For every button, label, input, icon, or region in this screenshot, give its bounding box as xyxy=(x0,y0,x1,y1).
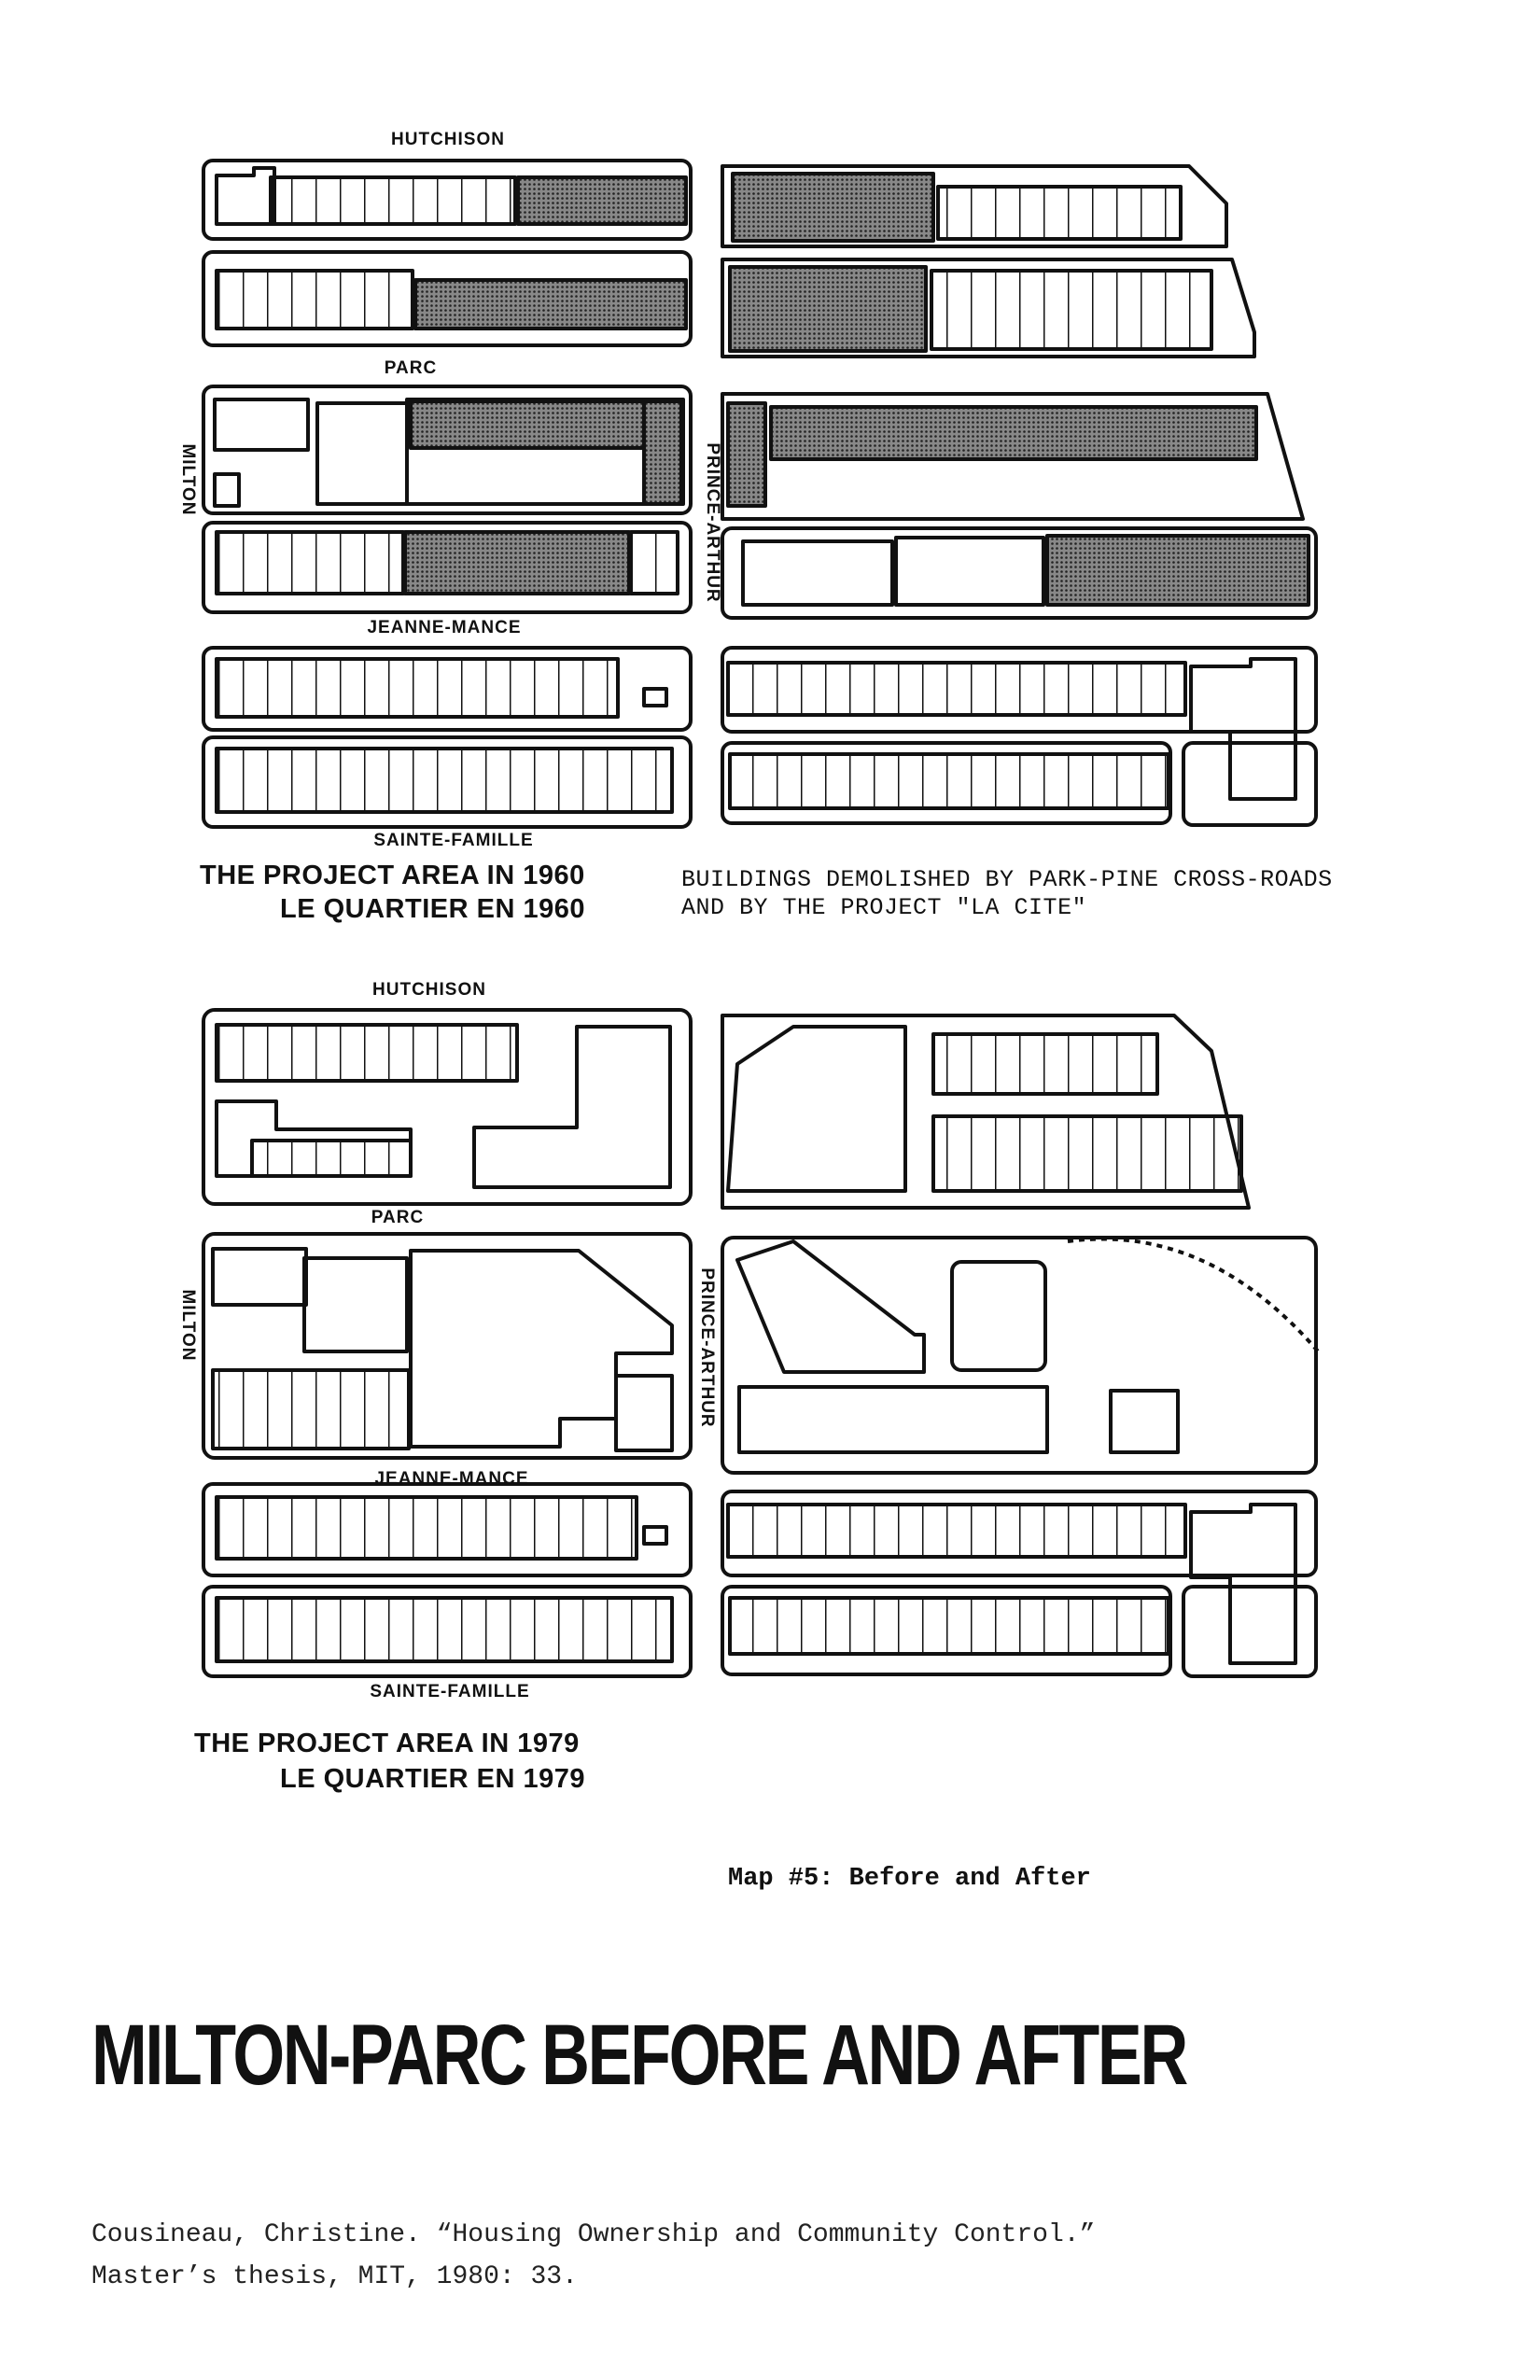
street-hutchison-1960: HUTCHISON xyxy=(391,130,505,149)
map-1979 xyxy=(202,1008,1322,1678)
caption-1979-en: THE PROJECT AREA IN 1979 xyxy=(194,1729,580,1758)
legend-demolished-line1: BUILDINGS DEMOLISHED BY PARK-PINE CROSS-… xyxy=(681,866,1333,893)
map-1960 xyxy=(202,159,1318,829)
legend-demolished-line2: AND BY THE PROJECT "LA CITE" xyxy=(681,894,1087,921)
street-jeanne-mance-1979: JEANNE-MANCE xyxy=(374,1469,528,1489)
street-hutchison-1979: HUTCHISON xyxy=(372,980,486,1000)
street-milton-1960: MILTON xyxy=(178,443,198,515)
street-sainte-famille-1979: SAINTE-FAMILLE xyxy=(370,1682,529,1701)
street-prince-arthur-1979: PRINCE-ARTHUR xyxy=(697,1267,717,1427)
page-title: MILTON-PARC BEFORE AND AFTER xyxy=(91,2008,1188,2103)
caption-1960-en: THE PROJECT AREA IN 1960 xyxy=(200,861,585,890)
street-parc-1979: PARC xyxy=(371,1208,424,1227)
milton-parc-maps: HUTCHISON PARC MILTON PRINCE-ARTHUR JEAN… xyxy=(178,130,1322,1701)
street-jeanne-mance-1960: JEANNE-MANCE xyxy=(367,618,521,637)
street-prince-arthur-1960: PRINCE-ARTHUR xyxy=(703,442,722,602)
citation-line-2: Master’s thesis, MIT, 1980: 33. xyxy=(91,2262,578,2291)
map-label: Map #5: Before and After xyxy=(728,1865,1091,1893)
caption-1979-fr: LE QUARTIER EN 1979 xyxy=(280,1764,585,1794)
citation-line-1: Cousineau, Christine. “Housing Ownership… xyxy=(91,2220,1096,2249)
street-milton-1979: MILTON xyxy=(178,1289,198,1361)
street-sainte-famille-1960: SAINTE-FAMILLE xyxy=(373,831,533,850)
caption-1960-fr: LE QUARTIER EN 1960 xyxy=(280,894,585,924)
street-parc-1960: PARC xyxy=(385,358,437,378)
